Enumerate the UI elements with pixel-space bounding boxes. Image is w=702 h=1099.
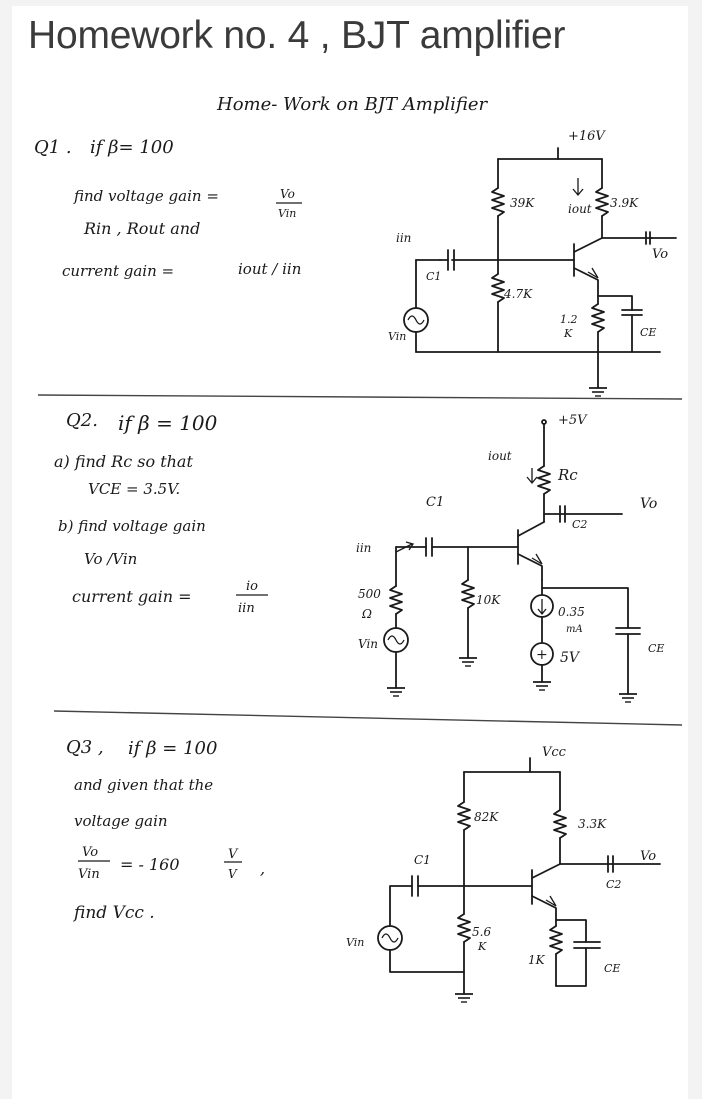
q3-supply: Vcc bbox=[542, 745, 567, 760]
q3-c1: C1 bbox=[414, 853, 431, 867]
q3-ratio-den: Vin bbox=[78, 867, 100, 882]
q2-current: current gain = bbox=[72, 587, 192, 606]
q3-label: Q3 , bbox=[66, 737, 104, 758]
q3-circuit: Vcc 82K 5.6 K 3.3K C2 Vo bbox=[346, 745, 661, 1003]
q1-ce: CE bbox=[640, 326, 656, 339]
page-title: Homework no. 4 , BJT amplifier bbox=[28, 14, 566, 57]
q1-r-bottom-left: 4.7K bbox=[503, 287, 533, 301]
q1-r-collector: 3.9K bbox=[610, 196, 639, 210]
q2-label: Q2. bbox=[66, 410, 98, 431]
q2-v-neg-plus-sign: + bbox=[536, 647, 548, 663]
q3-line2: voltage gain bbox=[74, 812, 168, 830]
q2-i-out: iout bbox=[488, 449, 512, 463]
q3-vo: Vo bbox=[640, 849, 656, 864]
q2-a2: VCE = 3.5V. bbox=[88, 480, 180, 498]
q3-r-bottom-left-unit: K bbox=[477, 940, 487, 953]
sheet-heading: Home- Work on BJT Amplifier bbox=[216, 94, 488, 115]
q2-b: b) find voltage gain bbox=[58, 517, 206, 535]
q2-b2: Vo /Vin bbox=[84, 550, 137, 568]
q3-unit-den: V bbox=[228, 867, 238, 881]
q1-r-emitter-num: 1.2 bbox=[560, 313, 578, 326]
q1-ratio-den: Vin bbox=[278, 207, 296, 220]
q1-line2: Rin , Rout and bbox=[83, 219, 200, 238]
q1-i-in: iin bbox=[396, 231, 411, 245]
q2-r-source-value: 500 bbox=[358, 587, 381, 601]
q1-circuit: +16V 39K 4.7K 3.9K iout bbox=[388, 129, 677, 397]
q2-beta: if β = 100 bbox=[118, 411, 218, 435]
q3-ce: CE bbox=[604, 962, 620, 975]
q2-c1: C1 bbox=[426, 495, 444, 510]
q2-i-in: iin bbox=[356, 541, 371, 555]
q1-beta: if β= 100 bbox=[90, 137, 174, 158]
q3-ratio-value: = - 160 bbox=[120, 855, 180, 874]
q2-i-source-unit: mA bbox=[566, 624, 583, 635]
q1-line1: find voltage gain = bbox=[73, 187, 219, 205]
q3-ratio-num: Vo bbox=[82, 845, 98, 860]
q1-r-top-left: 39K bbox=[510, 196, 535, 210]
q2-i-source-num: 0.35 bbox=[558, 605, 585, 619]
q1-vo: Vo bbox=[652, 247, 668, 262]
q2-vin: Vin bbox=[358, 637, 378, 651]
q3-c2: C2 bbox=[606, 878, 621, 891]
handwritten-sheet: Home- Work on BJT Amplifier Q1 . if β= 1… bbox=[34, 94, 683, 1003]
homework-page: Homework no. 4 , BJT amplifier Home- Wor… bbox=[12, 6, 688, 1099]
q1-supply: +16V bbox=[568, 129, 606, 144]
q2-a: a) find Rc so that bbox=[54, 452, 193, 471]
q3-r-emitter: 1K bbox=[528, 953, 546, 967]
q2-circuit: +5V Rc iout C2 Vo C1 iin bbox=[356, 413, 664, 703]
q3-comma: , bbox=[260, 859, 265, 878]
q1-vin: Vin bbox=[388, 330, 406, 343]
q1-i-out: iout bbox=[568, 202, 592, 216]
q2-r-base: 10K bbox=[476, 593, 501, 607]
q1-label: Q1 . bbox=[34, 137, 72, 158]
q3-r-bottom-left-num: 5.6 bbox=[472, 925, 491, 939]
q1-ratio-num: Vo bbox=[280, 187, 295, 201]
q2-c2: C2 bbox=[572, 518, 587, 531]
q2-r-source-unit: Ω bbox=[361, 607, 372, 621]
q2-v-neg: 5V bbox=[560, 650, 581, 666]
q1-c1: C1 bbox=[426, 270, 441, 283]
q3-unit-num: V bbox=[228, 847, 239, 862]
q3-r-top-left: 82K bbox=[474, 810, 499, 824]
q2-rc: Rc bbox=[557, 466, 578, 484]
q1-line3-value: iout / iin bbox=[238, 260, 301, 278]
q3-r-collector: 3.3K bbox=[578, 817, 607, 831]
q3-line3: find Vcc . bbox=[72, 903, 155, 923]
q2-supply: +5V bbox=[558, 413, 588, 428]
q1-line3: current gain = bbox=[62, 262, 174, 280]
q1-r-emitter-unit: K bbox=[563, 327, 573, 340]
q3-beta: if β = 100 bbox=[128, 738, 217, 759]
q3-vin: Vin bbox=[346, 936, 364, 949]
q3-line1: and given that the bbox=[74, 776, 213, 794]
q2-vo: Vo bbox=[640, 496, 657, 512]
q2-ratio-num: io bbox=[246, 579, 258, 594]
q2-ratio-den: iin bbox=[238, 601, 255, 616]
q2-ce: CE bbox=[648, 642, 664, 655]
